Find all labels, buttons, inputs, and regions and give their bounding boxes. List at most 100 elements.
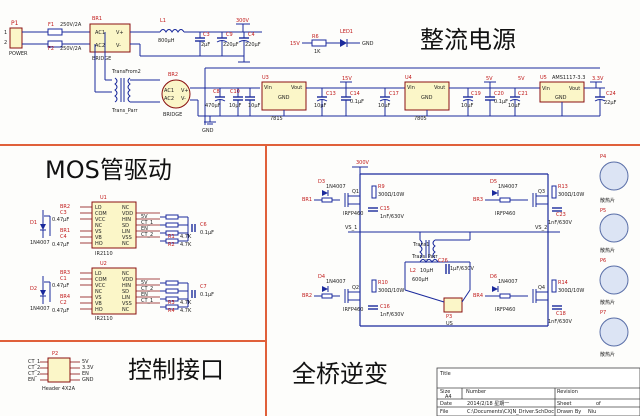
svg-text:Trans1: Trans1 <box>412 242 429 248</box>
svg-text:P5: P5 <box>600 208 606 214</box>
cap-c6: C6 0.1μF <box>191 222 214 236</box>
svg-text:C24: C24 <box>606 91 616 97</box>
svg-text:Vin: Vin <box>264 85 272 91</box>
svg-text:VCC: VCC <box>95 217 106 223</box>
cap-c9: C9 220μF <box>216 32 239 56</box>
heatsink-p7: P7 散热片 <box>599 310 629 358</box>
svg-text:V+: V+ <box>181 88 189 94</box>
svg-text:0.47μF: 0.47μF <box>52 308 69 314</box>
svg-text:3.3V: 3.3V <box>82 365 94 371</box>
svg-text:LO: LO <box>95 205 102 211</box>
svg-text:IRFP460: IRFP460 <box>495 307 515 313</box>
svg-text:Trans_Parr: Trans_Parr <box>111 108 139 114</box>
svg-text:C3: C3 <box>203 32 210 38</box>
gnd-main: GND <box>202 116 216 134</box>
svg-text:CT_1: CT_1 <box>141 220 153 226</box>
svg-text:AC1: AC1 <box>164 88 174 94</box>
svg-text:LED1: LED1 <box>340 29 353 35</box>
svg-text:C1: C1 <box>60 276 67 282</box>
svg-text:7815: 7815 <box>270 116 283 122</box>
svg-text:Sheet: Sheet <box>557 401 571 407</box>
svg-text:D5: D5 <box>490 179 497 185</box>
svg-text:10μF: 10μF <box>508 103 521 109</box>
svg-text:1nF/630V: 1nF/630V <box>380 214 404 220</box>
svg-text:4.7K: 4.7K <box>180 300 192 306</box>
svg-text:LIN: LIN <box>122 295 130 301</box>
svg-text:0.1μF: 0.1μF <box>200 230 214 236</box>
svg-text:NC: NC <box>122 307 130 313</box>
svg-text:220μF: 220μF <box>223 42 239 48</box>
svg-text:LO: LO <box>95 271 102 277</box>
svg-text:R3: R3 <box>168 300 175 306</box>
svg-text:Header 4X2A: Header 4X2A <box>42 386 76 392</box>
svg-text:Date: Date <box>440 401 452 407</box>
svg-text:GND: GND <box>278 95 290 101</box>
svg-text:D3: D3 <box>318 179 325 185</box>
svg-text:NC: NC <box>95 223 103 229</box>
svg-text:VSS: VSS <box>122 301 132 307</box>
svg-text:1N4007: 1N4007 <box>326 279 346 285</box>
svg-text:散热片: 散热片 <box>600 197 615 204</box>
svg-text:C14: C14 <box>350 91 360 97</box>
svg-text:R2: R2 <box>168 242 175 248</box>
cap-c20: C20 0.1μF <box>485 88 508 116</box>
svg-text:U5: U5 <box>540 75 547 81</box>
svg-text:1N4007: 1N4007 <box>498 279 518 285</box>
svg-text:Q2: Q2 <box>352 285 359 291</box>
svg-text:of: of <box>596 401 601 407</box>
svg-text:IRFP460: IRFP460 <box>495 211 515 217</box>
svg-text:HIN: HIN <box>122 217 131 223</box>
svg-text:C15: C15 <box>380 206 390 212</box>
heatsink-p4: P4 散热片 <box>599 154 629 204</box>
svg-text:5V: 5V <box>141 214 148 220</box>
v33-label: 3.3V <box>592 76 604 82</box>
svg-text:BRIDGE: BRIDGE <box>163 112 182 118</box>
svg-text:File: File <box>440 409 448 415</box>
svg-text:Revision: Revision <box>557 389 578 395</box>
svg-text:C16: C16 <box>380 304 390 310</box>
svg-text:1nF/630V: 1nF/630V <box>380 312 404 318</box>
svg-text:1N4007: 1N4007 <box>30 240 50 246</box>
svg-text:D4: D4 <box>318 274 325 280</box>
u2-right-wiring: 5V CT_2 EN CT_1 R3 4.7K R4 4.7K <box>136 278 192 314</box>
svg-text:Trans_Parr: Trans_Parr <box>411 254 439 260</box>
svg-text:5V: 5V <box>82 359 89 365</box>
bridge-br2: AC1 AC2 V+ V- BR2 BRIDGE <box>161 72 191 118</box>
svg-text:1μF/630V: 1μF/630V <box>450 266 474 272</box>
svg-text:VDD: VDD <box>122 211 133 217</box>
svg-text:Vin: Vin <box>542 86 550 92</box>
svg-text:CT_2: CT_2 <box>28 371 40 377</box>
svg-text:EN: EN <box>141 226 148 232</box>
svg-text:CT_1: CT_1 <box>141 298 153 304</box>
svg-text:C23: C23 <box>556 212 566 218</box>
cap-c3: C3 2μF <box>195 32 210 56</box>
inverter-leg-upper-right: D5 1N4007 R13 300Ω/10W BR3 Q3 IRFP460 C2… <box>473 179 584 226</box>
svg-text:7805: 7805 <box>414 116 427 122</box>
svg-text:HO: HO <box>95 307 103 313</box>
svg-text:Vout: Vout <box>434 85 445 91</box>
v5b-label: 5V <box>518 76 525 82</box>
svg-text:0.47μF: 0.47μF <box>52 242 69 248</box>
svg-text:LIN: LIN <box>122 229 130 235</box>
svg-text:0.1μF: 0.1μF <box>200 292 214 298</box>
inverter-transformer: Trans1 Trans_Parr <box>411 232 471 260</box>
svg-text:1nF/630V: 1nF/630V <box>548 319 572 325</box>
svg-text:Vout: Vout <box>291 85 302 91</box>
svg-text:R4: R4 <box>168 308 175 314</box>
cap-c4: C4 220μF <box>238 32 261 56</box>
svg-text:Vout: Vout <box>569 86 580 92</box>
cap-c17: C17 10μF <box>378 88 399 116</box>
cap-c7: C7 0.1μF <box>191 284 214 298</box>
svg-text:C21: C21 <box>518 91 528 97</box>
svg-text:U3: U3 <box>262 75 269 81</box>
svg-text:GND: GND <box>202 128 214 134</box>
l1-label: L1 <box>160 18 166 24</box>
svg-text:5V: 5V <box>141 280 148 286</box>
svg-text:22μF: 22μF <box>604 100 617 106</box>
svg-text:R13: R13 <box>558 184 568 190</box>
v5-rail-label: 5V <box>486 76 493 82</box>
svg-text:1nF/630V: 1nF/630V <box>548 220 572 226</box>
svg-text:P6: P6 <box>600 258 606 264</box>
svg-text:C26: C26 <box>438 258 448 264</box>
